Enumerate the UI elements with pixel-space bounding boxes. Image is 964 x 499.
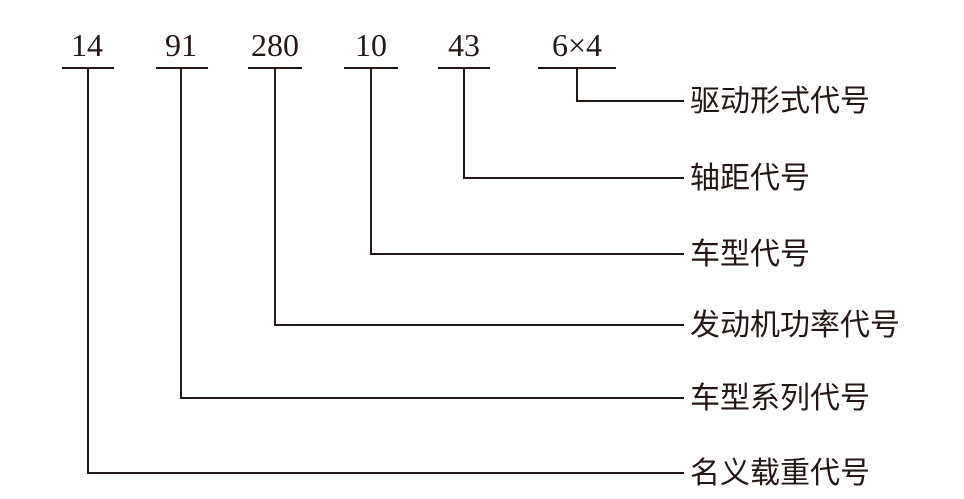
- label-series: 车型系列代号: [690, 381, 870, 416]
- leader-wheelbase: [463, 68, 684, 179]
- code-power: 280: [251, 27, 299, 63]
- leader-drive: [576, 68, 684, 102]
- leader-model: [370, 68, 684, 255]
- label-wheelbase: 轴距代号: [690, 161, 810, 196]
- label-load: 名义载重代号: [690, 456, 870, 491]
- leader-load: [87, 68, 684, 474]
- label-power: 发动机功率代号: [690, 308, 900, 343]
- label-model: 车型代号: [690, 237, 810, 272]
- code-drive: 6×4: [552, 27, 602, 63]
- label-drive: 驱动形式代号: [690, 84, 870, 119]
- leader-power: [274, 68, 684, 326]
- code-load: 14: [71, 27, 103, 63]
- code-model: 10: [355, 27, 387, 63]
- code-series: 91: [165, 27, 197, 63]
- leader-series: [180, 68, 684, 399]
- code-wheelbase: 43: [448, 27, 480, 63]
